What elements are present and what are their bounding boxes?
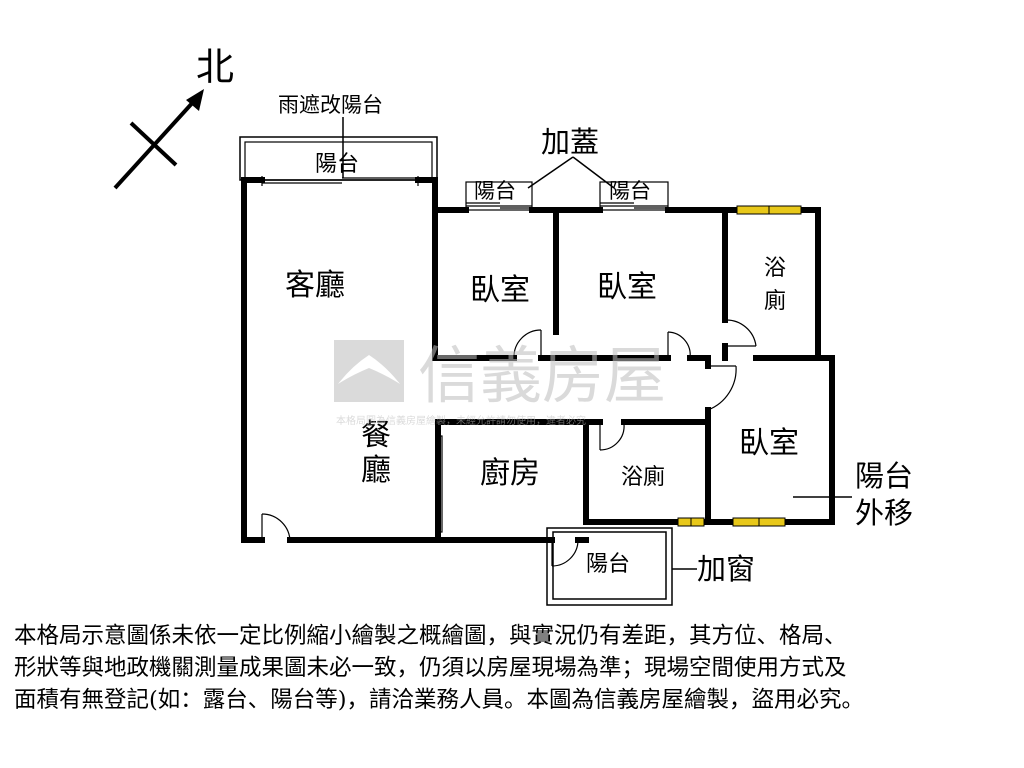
top-left-balcony: 陽台 雨遮改陽台: [239, 93, 438, 181]
add-cover-leaders: [527, 156, 615, 189]
compass-cross-line: [129, 121, 178, 167]
disclaimer: 本格局示意圖係未依一定比例縮小繪製之概繪圖，與實況仍有差距，其方位、格局、 形狀…: [14, 620, 1014, 716]
bedroom-3-label: 臥室: [739, 426, 799, 461]
watermark-brand: 信義房屋: [418, 339, 666, 412]
north-label: 北: [196, 45, 234, 89]
balcony-moved-label-1: 陽台: [855, 459, 913, 493]
living-sliding-door: [261, 176, 419, 186]
dining-room-label-2: 廳: [361, 453, 391, 488]
door-swings: [261, 319, 757, 567]
balcony-bottom-label: 陽台: [586, 552, 630, 577]
watermark: 信義房屋 本格局圖為信義房屋繪製，未經允許請勿使用，違者必究: [334, 339, 666, 427]
bedroom-2-label: 臥室: [597, 270, 657, 305]
mid-bath-label: 浴廁: [621, 465, 665, 490]
north-arrow-head: [186, 89, 204, 111]
bottom-balcony: [546, 527, 673, 606]
top-bath-label-1: 浴: [764, 256, 786, 281]
balcony-top-left-label: 陽台: [315, 152, 359, 177]
living-room-label: 客廳: [285, 268, 345, 303]
balcony-small-1-label: 陽台: [474, 179, 516, 203]
compass: 北: [113, 45, 234, 190]
kitchen-label: 廚房: [480, 456, 540, 491]
rain-cover-annotation: 雨遮改陽台: [278, 93, 383, 117]
disclaimer-line-2: 形狀等與地政機關測量成果圖未必一致，仍須以房屋現場為準；現場空間使用方式及: [14, 655, 847, 681]
watermark-tagline: 本格局圖為信義房屋繪製，未經允許請勿使用，違者必究: [336, 414, 586, 427]
disclaimer-line-3: 面積有無登記(如：露台、陽台等)，請洽業務人員。本圖為信義房屋繪製，盜用必究。: [14, 687, 865, 713]
add-window-annotation: 加窗: [697, 552, 755, 586]
floor-plan: 北 陽台 雨遮改陽台: [113, 45, 913, 606]
balcony-moved-label-2: 外移: [855, 496, 913, 530]
watermark-logo: [334, 340, 404, 402]
window-markers: [677, 205, 802, 527]
small-balcony-2: [599, 181, 669, 211]
disclaimer-line-1: 本格局示意圖係未依一定比例縮小繪製之概繪圖，與實況仍有差距，其方位、格局、: [14, 623, 847, 649]
small-balcony-1: [465, 181, 533, 211]
dining-room-label-1: 餐: [361, 418, 391, 453]
balcony-small-2-label: 陽台: [609, 179, 651, 203]
top-bath-label-2: 廁: [764, 289, 786, 314]
dining-sliding-door: [435, 435, 443, 533]
add-cover-annotation: 加蓋: [541, 125, 599, 159]
bedroom-1-label: 臥室: [470, 273, 530, 308]
